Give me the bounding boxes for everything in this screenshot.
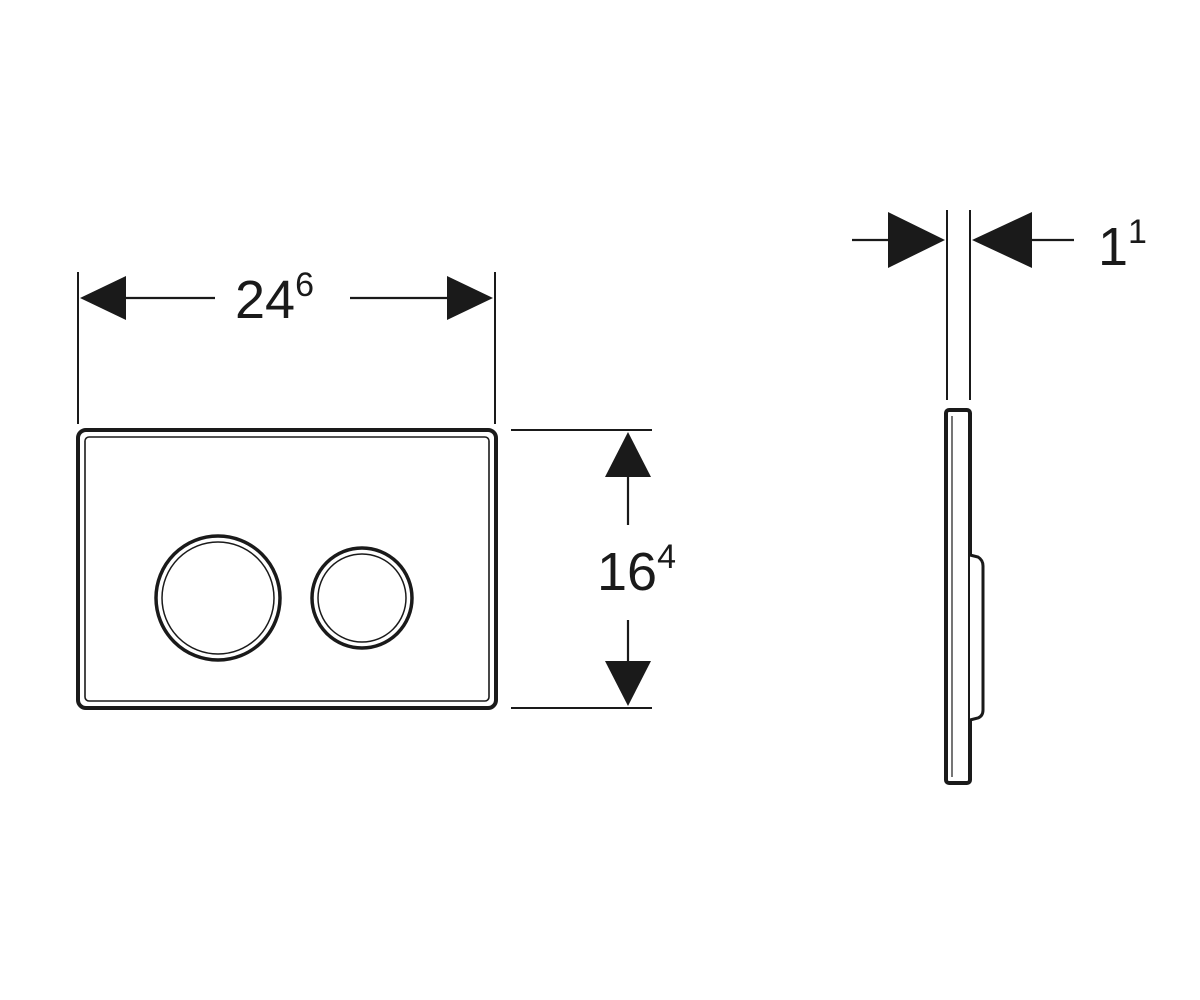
- large-flush-button: [154, 534, 282, 662]
- front-view: [76, 428, 498, 710]
- width-dimension: 246: [77, 266, 496, 424]
- side-plate-outline: [944, 408, 972, 785]
- small-flush-button: [310, 546, 414, 650]
- depth-label: 11: [1098, 213, 1147, 277]
- height-arrow-top: [605, 432, 651, 477]
- height-arrow-bottom: [605, 661, 651, 706]
- depth-dimension: 11: [852, 210, 1147, 400]
- height-dimension: 164: [511, 429, 676, 709]
- plate-bevel: [84, 436, 490, 702]
- side-button-profile: [969, 553, 985, 722]
- depth-arrow-right: [972, 212, 1032, 268]
- height-label: 164: [597, 538, 676, 602]
- width-arrow-left: [80, 276, 126, 320]
- plate-outline: [76, 428, 498, 710]
- width-label: 246: [235, 266, 314, 330]
- side-view: [944, 408, 985, 785]
- depth-arrow-left: [888, 212, 945, 268]
- width-arrow-right: [447, 276, 493, 320]
